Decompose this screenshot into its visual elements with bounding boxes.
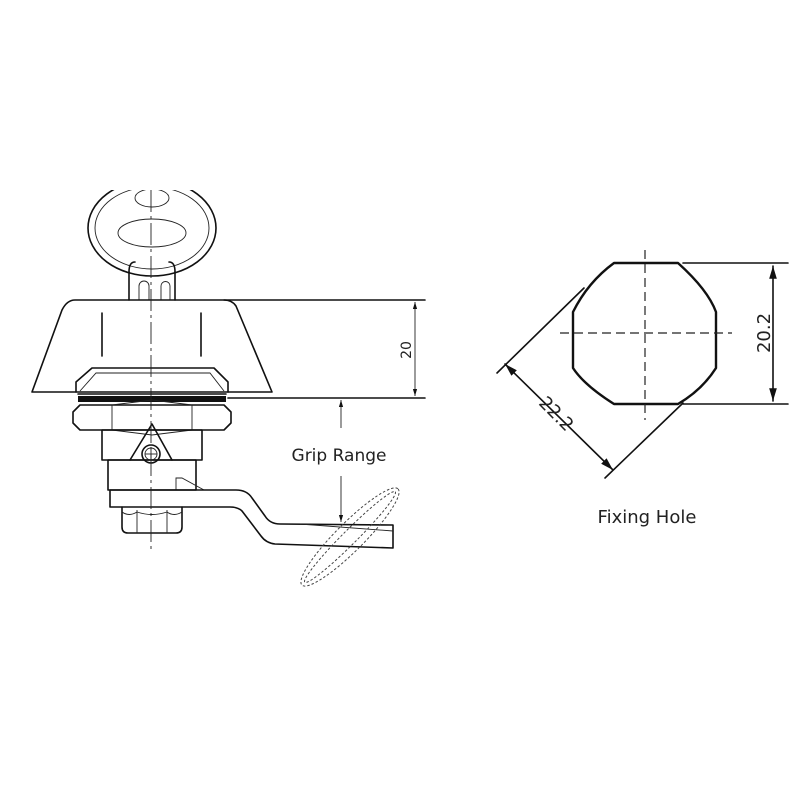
grip-range-dimension: Grip Range <box>292 400 387 522</box>
fixing-hole-view: 20.2 22.2 Fixing Hole <box>496 250 789 528</box>
fixing-hole-caption: Fixing Hole <box>598 507 697 528</box>
cam-arm <box>109 489 394 549</box>
fixing-hole-shape <box>571 261 718 406</box>
grip-range-label: Grip Range <box>292 446 387 466</box>
key-icon <box>87 190 217 301</box>
lock-housing <box>31 299 273 393</box>
cam-lock-side-view: 20 Grip Range <box>31 190 426 587</box>
hex-nut <box>72 404 232 431</box>
dimension-height: 20 <box>223 299 426 399</box>
dimension-20-2-label: 20.2 <box>754 313 775 353</box>
dimension-20-label: 20 <box>399 341 415 359</box>
rotated-cam-ghost <box>300 487 400 587</box>
